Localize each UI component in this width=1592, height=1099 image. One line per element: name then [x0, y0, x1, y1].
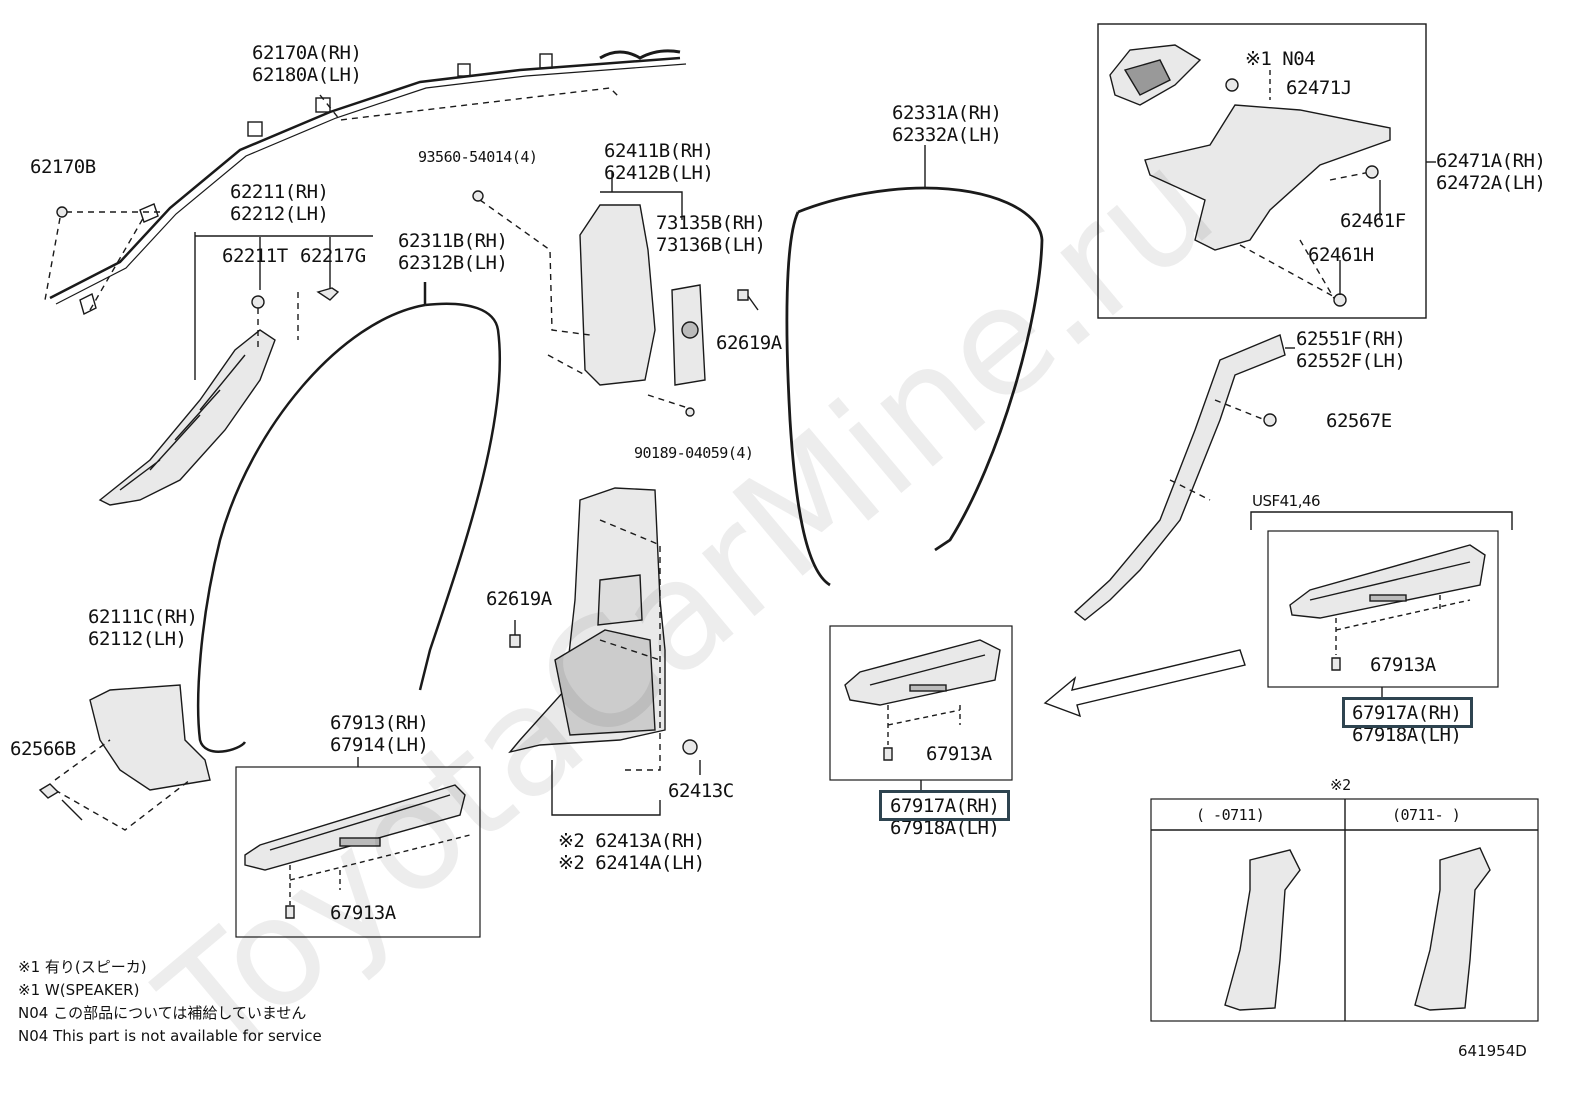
reference-arrow: [1043, 649, 1246, 718]
label-62551f: 62551F(RH): [1296, 328, 1406, 350]
label-67917a-usf[interactable]: 67917A(RH): [1352, 702, 1462, 724]
label-73136b: 73136B(LH): [656, 234, 766, 256]
label-62311b: 62311B(RH): [398, 230, 508, 252]
variant-a-pillar-part: [1224, 849, 1301, 1011]
label-variant-col2: (0711- ): [1392, 806, 1461, 824]
a-pillar-garnish-part: [98, 329, 276, 506]
speaker-grille-part: [1109, 44, 1202, 106]
note-4: N04 This part is not available for servi…: [18, 1027, 322, 1045]
label-variant-col1: ( -0711): [1196, 806, 1265, 824]
label-62170a: 62170A(RH): [252, 42, 362, 64]
label-93560: 93560-54014(4): [418, 148, 538, 166]
label-62566b: 62566B: [10, 738, 76, 760]
roof-airbag-part: [49, 49, 687, 316]
label-62170b: 62170B: [30, 156, 96, 178]
front-scuff-plate-part: [244, 784, 466, 871]
roof-side-trim-part: [1073, 334, 1286, 621]
label-62552f: 62552F(LH): [1296, 350, 1406, 372]
note-1: ※1 有り(スピーカ): [18, 958, 147, 976]
label-n04: ※1 N04: [1245, 48, 1316, 70]
label-62567e: 62567E: [1326, 410, 1392, 432]
rear-scuff-plate-part: [844, 639, 1001, 706]
note-3: N04 この部品については補給していません: [18, 1004, 307, 1022]
highlight-67917a-usf[interactable]: [1342, 697, 1473, 728]
label-62461f: 62461F: [1340, 210, 1406, 232]
label-62412b: 62412B(LH): [604, 162, 714, 184]
label-62414a: ※2 62414A(LH): [558, 852, 705, 874]
label-62111c: 62111C(RH): [88, 606, 198, 628]
note-2: ※1 W(SPEAKER): [18, 981, 140, 999]
label-62472a: 62472A(LH): [1436, 172, 1546, 194]
label-67914: 67914(LH): [330, 734, 429, 756]
label-67918a-middle: 67918A(LH): [890, 817, 1000, 839]
label-62413c: 62413C: [668, 780, 734, 802]
quarter-trim-upper-part: [1144, 104, 1391, 251]
b-pillar-upper-garnish-part: [579, 204, 706, 386]
label-62471a: 62471A(RH): [1436, 150, 1546, 172]
diagram-code: 641954D: [1458, 1042, 1527, 1060]
label-62332a: 62332A(LH): [892, 124, 1002, 146]
label-67913: 67913(RH): [330, 712, 429, 734]
label-62411b: 62411B(RH): [604, 140, 714, 162]
label-67918a-usf: 67918A(LH): [1352, 724, 1462, 746]
label-73135b: 73135B(RH): [656, 212, 766, 234]
label-62619a-upper: 62619A: [716, 332, 782, 354]
label-62217g: 62217G: [300, 245, 366, 267]
label-62211: 62211(RH): [230, 181, 329, 203]
variant-b-pillar-part: [1414, 847, 1491, 1011]
label-62619a-lower: 62619A: [486, 588, 552, 610]
label-90189: 90189-04059(4): [634, 444, 754, 462]
highlight-67917a-middle[interactable]: [879, 790, 1010, 821]
label-usf: USF41,46: [1252, 492, 1321, 510]
label-62211t: 62211T: [222, 245, 288, 267]
label-62112: 62112(LH): [88, 628, 187, 650]
b-pillar-lower-garnish-part: [508, 487, 666, 754]
label-67913a-front: 67913A: [330, 902, 396, 924]
label-62331a: 62331A(RH): [892, 102, 1002, 124]
label-67917a-middle[interactable]: 67917A(RH): [890, 795, 1000, 817]
label-62212: 62212(LH): [230, 203, 329, 225]
label-67913a-middle: 67913A: [926, 743, 992, 765]
label-ref-2: ※2: [1330, 776, 1351, 794]
label-62471j: 62471J: [1286, 77, 1352, 99]
label-62461h: 62461H: [1308, 244, 1374, 266]
usf-rear-scuff-plate-part: [1289, 544, 1486, 619]
label-62312b: 62312B(LH): [398, 252, 508, 274]
cowl-side-trim-part: [89, 684, 211, 791]
label-62413a: ※2 62413A(RH): [558, 830, 705, 852]
label-67913a-usf: 67913A: [1370, 654, 1436, 676]
label-62180a: 62180A(LH): [252, 64, 362, 86]
